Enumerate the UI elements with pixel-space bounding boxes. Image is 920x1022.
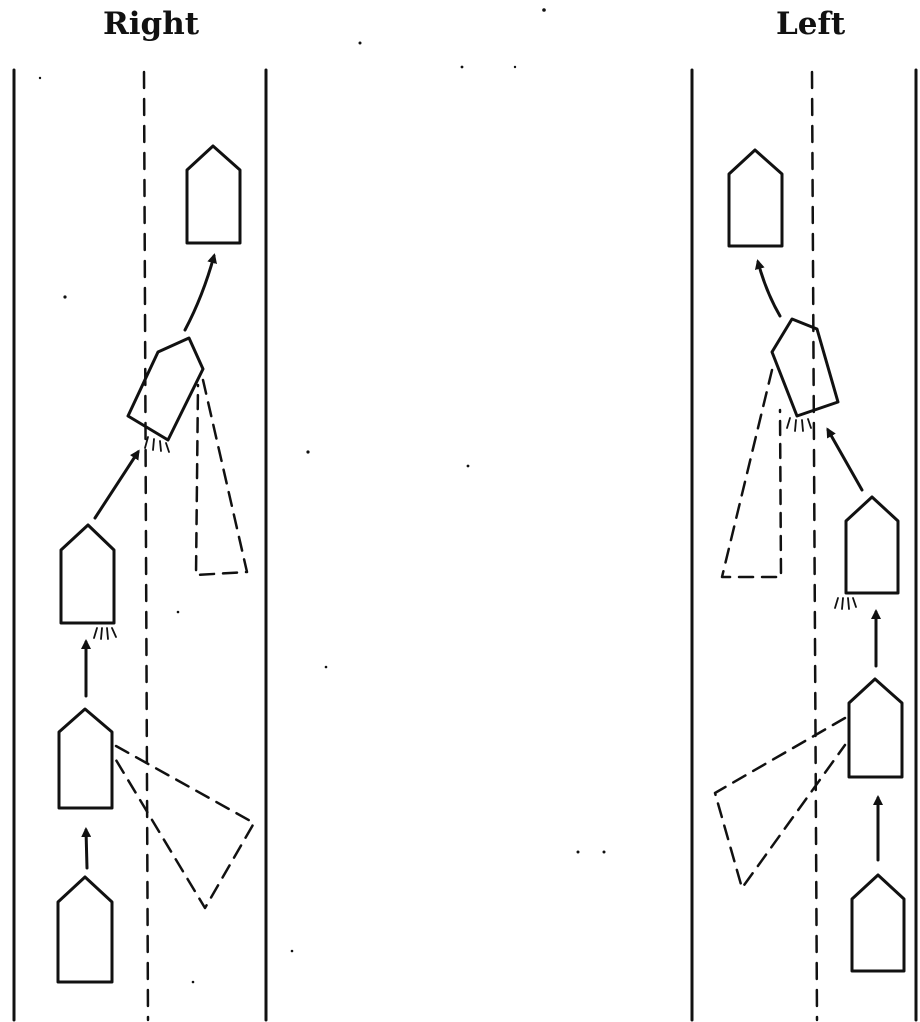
- arrow: [754, 259, 782, 318]
- arrow: [81, 827, 92, 870]
- mirror-view: [713, 716, 847, 890]
- lane-divider: [810, 70, 819, 1022]
- car-3: [59, 523, 116, 625]
- turn-signal: [834, 597, 857, 610]
- car-4: [770, 317, 840, 418]
- car-3: [844, 495, 900, 595]
- car-5: [727, 148, 784, 248]
- lane-divider: [142, 70, 150, 1022]
- car-2: [57, 707, 114, 810]
- car-1: [56, 875, 114, 984]
- car-4: [126, 336, 205, 442]
- car-5: [185, 144, 242, 245]
- arrow: [826, 427, 864, 492]
- car-2: [847, 677, 904, 779]
- car-1: [850, 873, 906, 973]
- panel-left: [690, 68, 918, 1022]
- turn-signal: [144, 436, 170, 453]
- arrow: [93, 449, 140, 520]
- blind-spot-view: [194, 378, 249, 577]
- turn-signal: [786, 417, 812, 432]
- turn-signal: [93, 627, 117, 640]
- panel-title-left: Left: [776, 6, 846, 42]
- panel-title-right: Right: [103, 6, 200, 42]
- arrow: [183, 253, 217, 332]
- blind-spot-view: [720, 368, 783, 579]
- panel-right: [12, 68, 268, 1022]
- scan-noise: [38, 8, 606, 984]
- mirror-view: [114, 744, 256, 910]
